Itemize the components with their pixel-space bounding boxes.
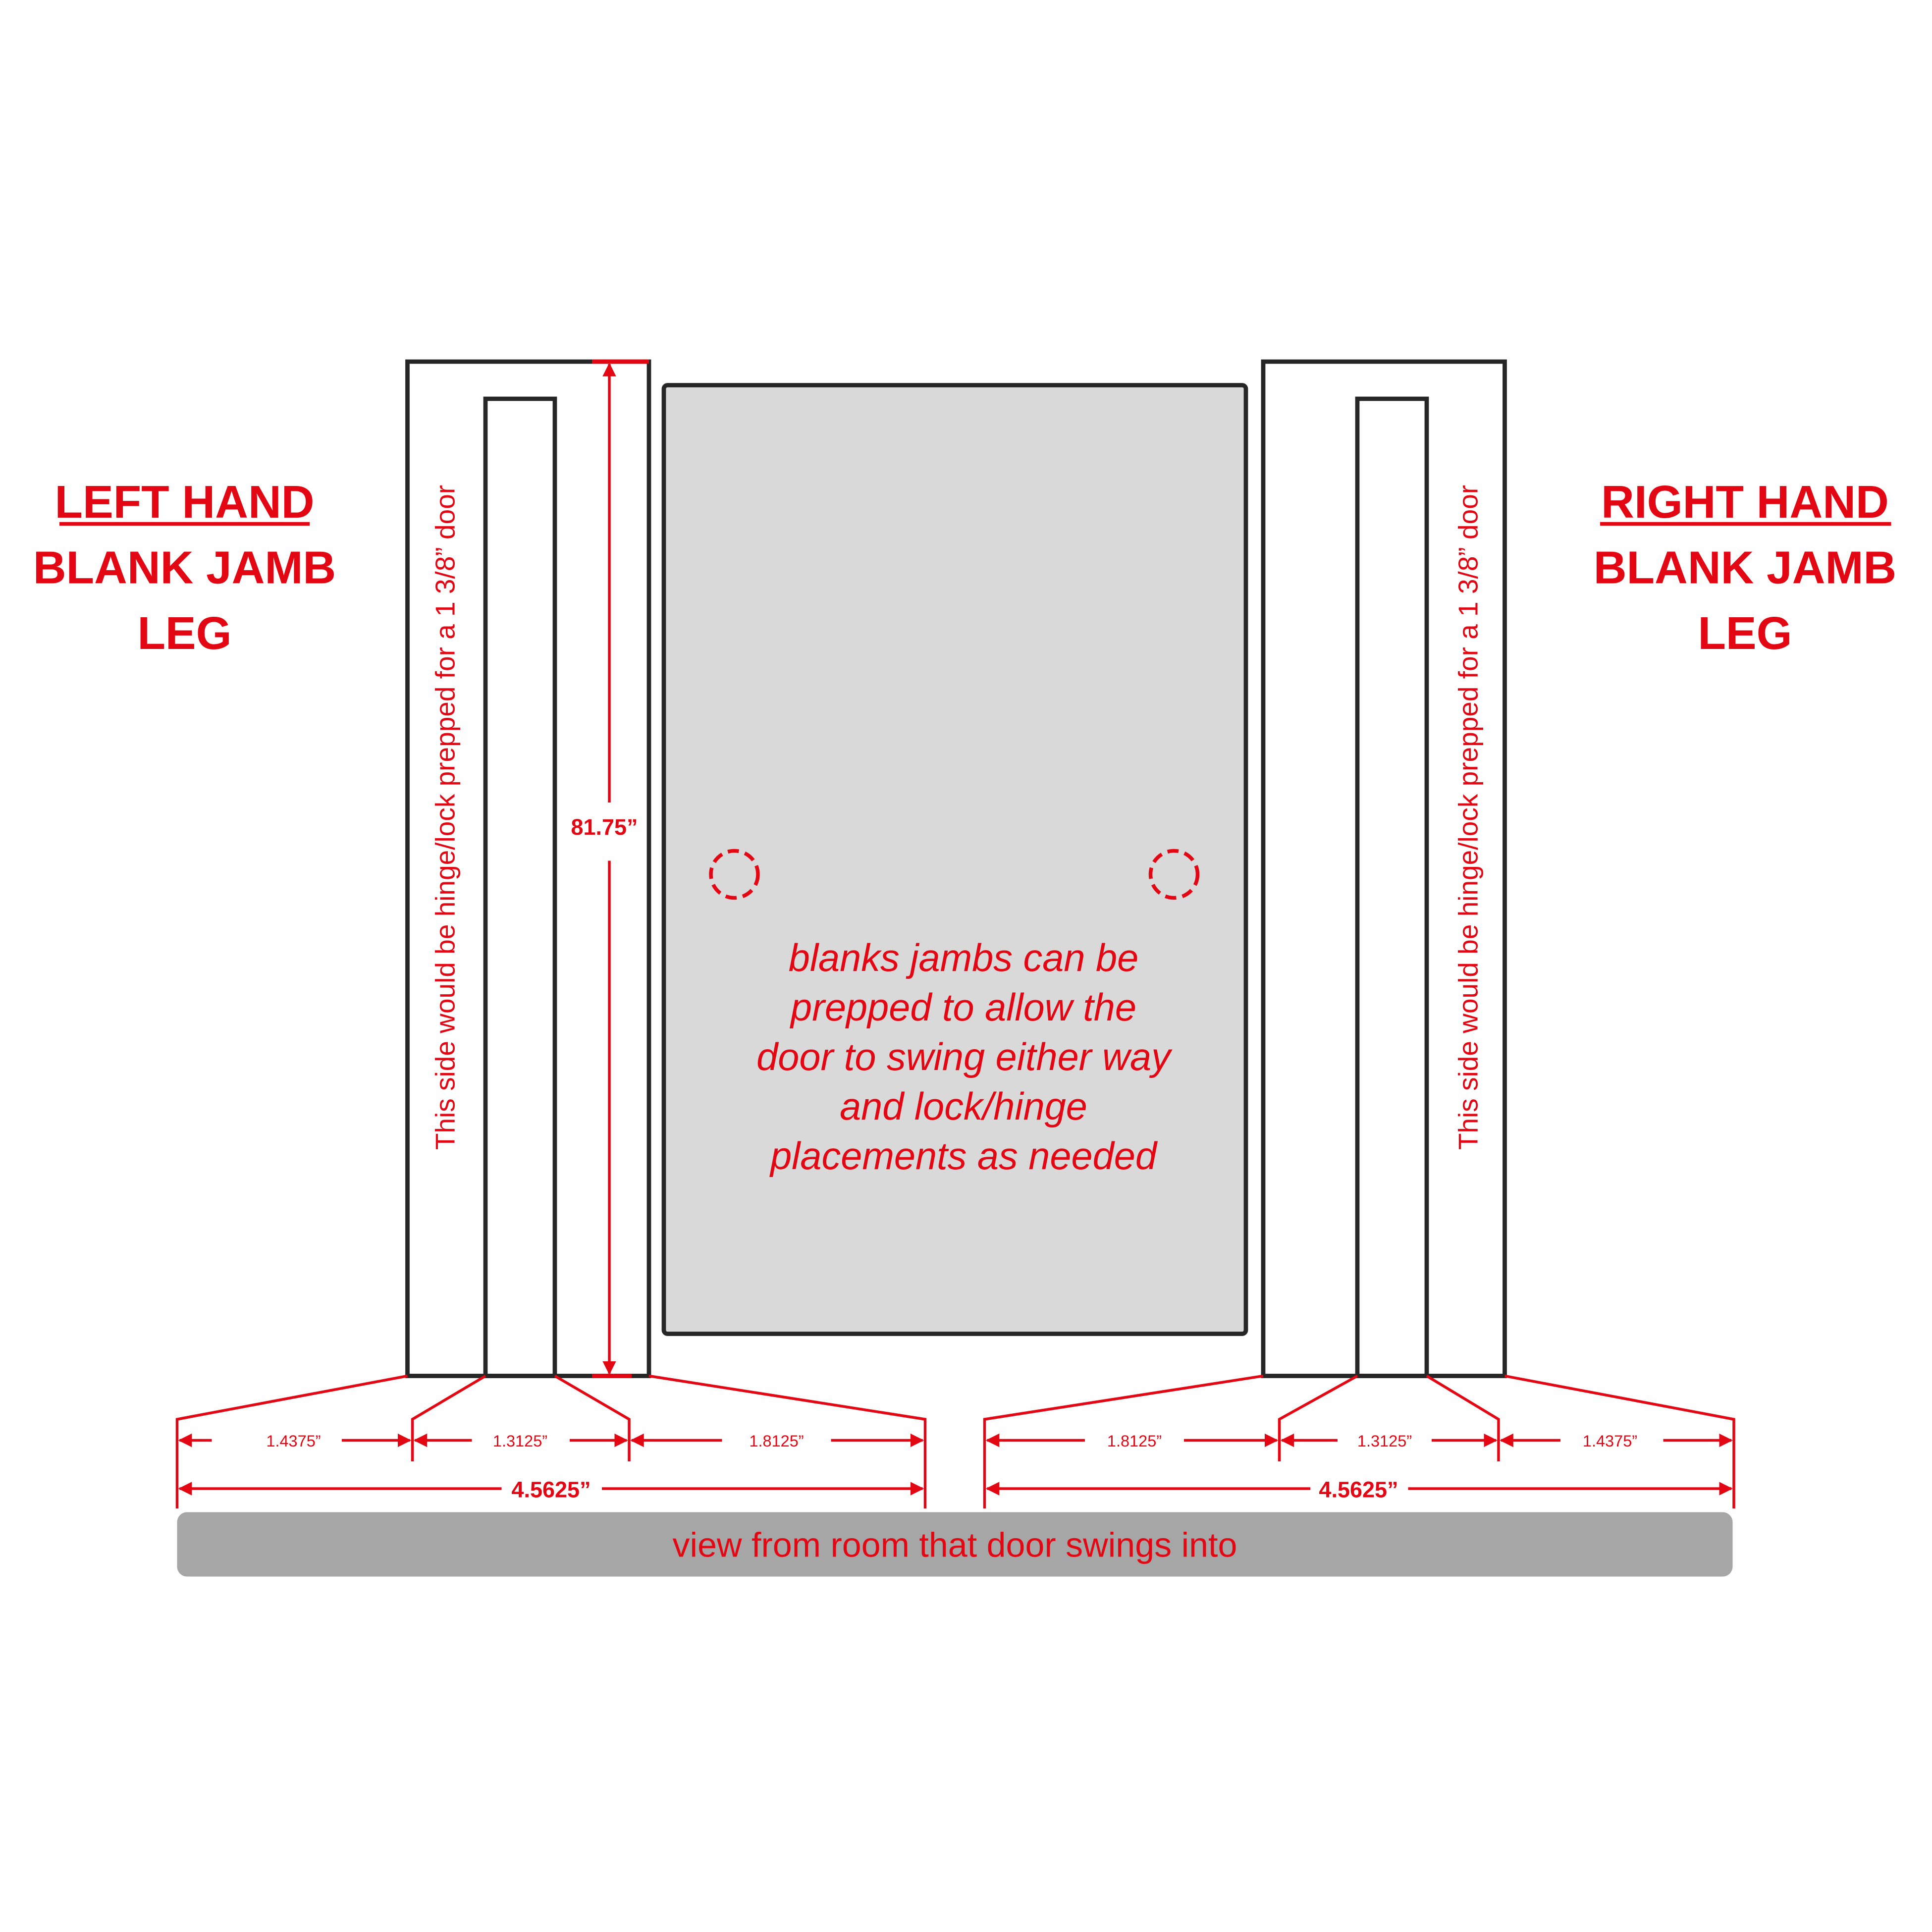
right-jamb: This side would be hinge/lock prepped fo… [1261,359,1507,1378]
view-label-bar: view from room that door swings into [177,1512,1733,1577]
view-label: view from room that door swings into [673,1526,1237,1564]
dimension-label: 1.8125” [1107,1432,1162,1450]
right-hand-heading: RIGHT HAND BLANK JAMB LEG [1594,476,1897,659]
extension-line [983,1374,1264,1508]
left-dimensions: 1.4375” 1.3125” 1.8125” 4.5625” [175,1374,927,1508]
dimension-label: 1.3125” [1357,1432,1412,1450]
heading-line: RIGHT HAND [1601,476,1889,528]
total-dimension-label: 4.5625” [511,1477,590,1503]
heading-line: LEG [137,607,231,659]
heading-line: LEFT HAND [54,476,314,528]
door-note-line: blanks jambs can be [789,937,1139,979]
extension-line [411,1375,486,1461]
jamb-stop [483,396,557,1378]
extension-line [1426,1375,1500,1461]
dimension-label: 1.3125” [493,1432,547,1450]
dimension-label: 1.4375” [266,1432,321,1450]
extension-line [1504,1374,1735,1508]
door: blanks jambs can be prepped to allow the… [661,383,1248,1336]
door-note-line: placements as needed [769,1135,1158,1178]
door-panel [661,383,1248,1336]
extension-line [554,1375,631,1461]
left-jamb: This side would be hinge/lock prepped fo… [405,359,651,1378]
lock-prep-circle-left [709,849,760,900]
heading-line: BLANK JAMB [1594,542,1897,593]
extension-line [175,1374,408,1508]
right-dimensions: 1.8125” 1.3125” 1.4375” 4.5625” [983,1374,1735,1508]
dimension-label: 1.4375” [1583,1432,1637,1450]
door-note-line: prepped to allow the [790,986,1136,1029]
height-dimension-label: 81.75” [571,814,638,840]
extension-line [1278,1375,1358,1461]
jamb-stop [1355,396,1429,1378]
jamb-side-note: This side would be hinge/lock prepped fo… [1453,485,1484,1150]
view-bar [177,1512,1733,1577]
door-note-line: door to swing either way [756,1036,1173,1078]
jamb-side-note: This side would be hinge/lock prepped fo… [430,485,461,1150]
heading-line: LEG [1698,607,1792,659]
door-note-line: and lock/hinge [840,1085,1087,1128]
heading-line: BLANK JAMB [33,542,336,593]
lock-prep-circle-right [1148,849,1200,900]
extension-line [648,1374,927,1508]
total-dimension-label: 4.5625” [1319,1477,1398,1503]
left-hand-heading: LEFT HAND BLANK JAMB LEG [33,476,336,659]
dimension-label: 1.8125” [749,1432,804,1450]
